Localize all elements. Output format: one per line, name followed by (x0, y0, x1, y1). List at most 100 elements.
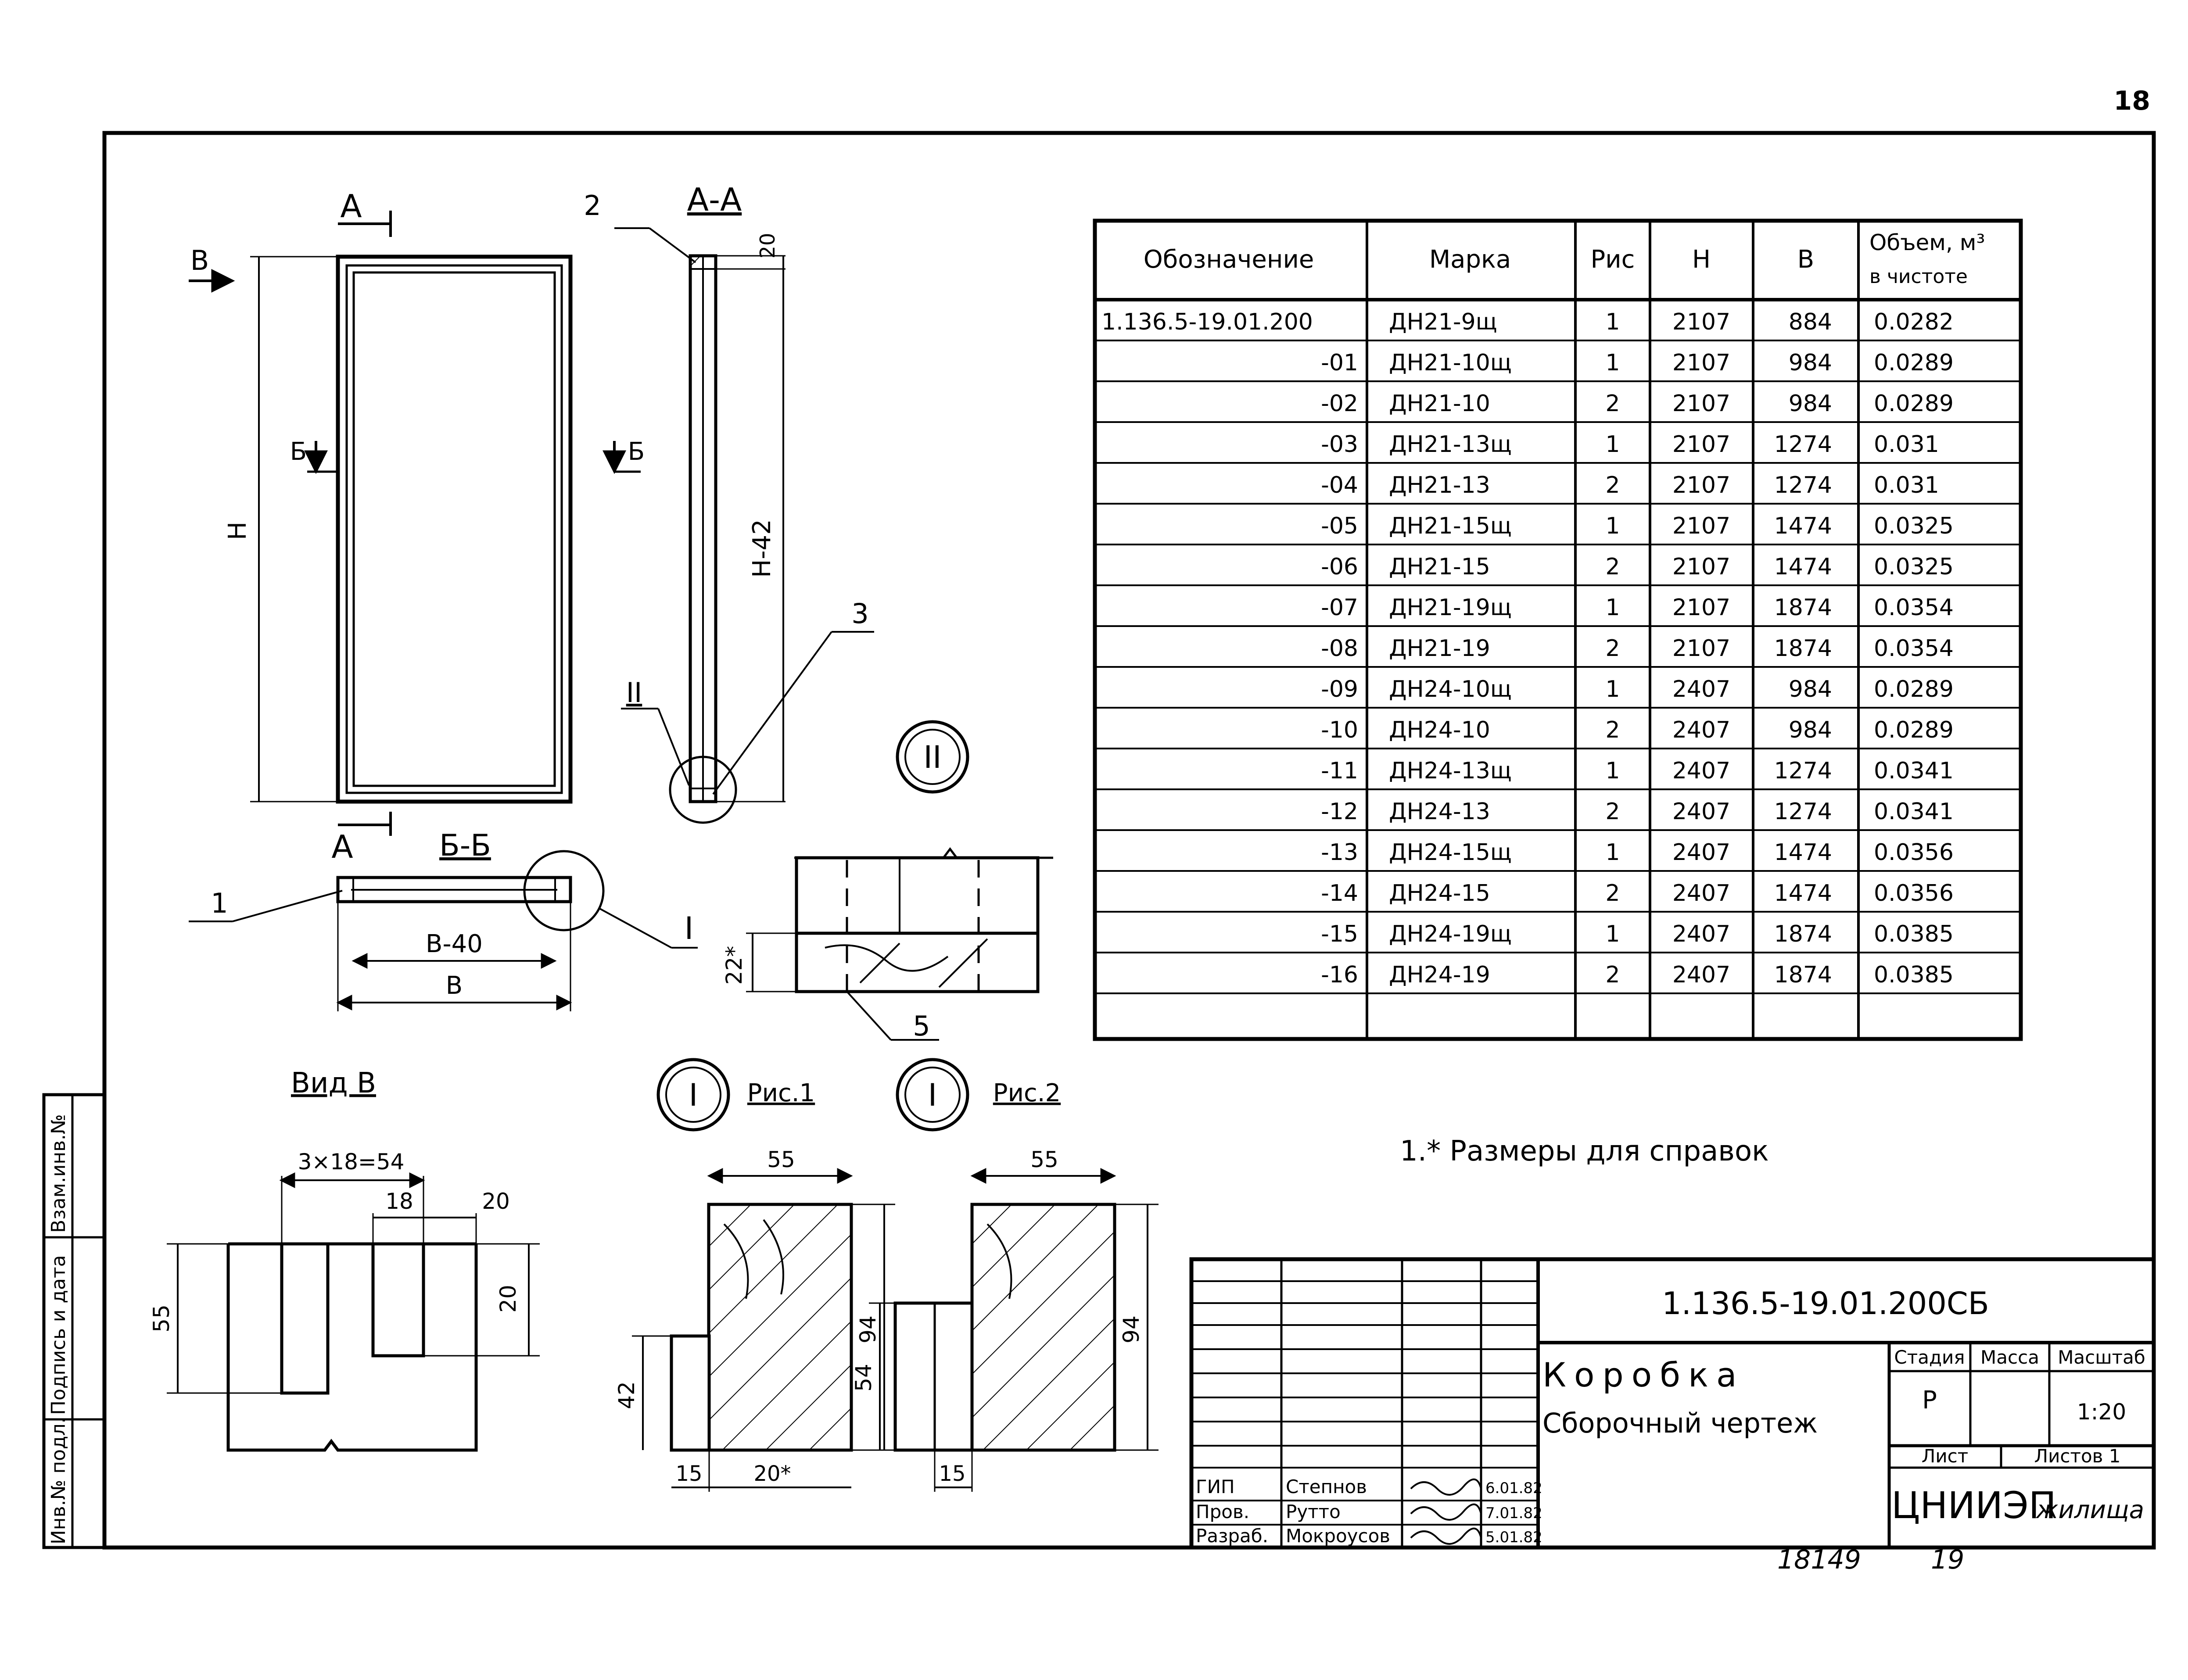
fig1-label: Рис.1 (747, 1079, 815, 1107)
spec-cell: ДН24-19 (1389, 962, 1490, 988)
spec-cell: ДН21-10щ (1389, 350, 1512, 376)
spec-cell: 2407 (1672, 717, 1730, 743)
fig2-label: Рис.2 (993, 1079, 1061, 1107)
spec-cell: 1274 (1774, 758, 1832, 784)
spec-cell: -12 (1321, 799, 1358, 825)
callout-3: 3 (851, 598, 868, 630)
tb-signature-icon (1410, 1503, 1482, 1521)
spec-cell: -16 (1321, 962, 1358, 988)
section-bb-title: Б-Б (439, 828, 491, 863)
spec-cell: 1 (1605, 839, 1620, 866)
roman-2-marker: II (626, 677, 642, 709)
fig1-dim-55: 55 (767, 1147, 795, 1172)
fig1-roman: I (689, 1077, 698, 1113)
title-block: 1.136.5-19.01.200СБ Коробка Сборочный че… (1189, 1257, 2156, 1550)
tb-person: Мокроусов (1286, 1525, 1390, 1547)
spec-cell: 1274 (1774, 472, 1832, 498)
spec-cell: -07 (1321, 595, 1358, 621)
tb-sheets-label: Листов 1 (2034, 1445, 2121, 1467)
spec-cell: 1874 (1774, 635, 1832, 662)
spec-cell: ДН21-9щ (1389, 309, 1497, 335)
hdr-volume-net: в чистоте (1869, 265, 1968, 288)
spec-cell: 1 (1605, 595, 1620, 621)
section-bb: Б-Б 1 I В-40 В (189, 828, 698, 1011)
tb-date: 6.01.82 (1485, 1479, 1542, 1497)
dim-20a: 20 (482, 1189, 510, 1214)
spec-cell: 2107 (1672, 431, 1730, 458)
tb-role: Пров. (1196, 1501, 1249, 1522)
detail-1-fig1: I Рис.1 55 94 42 15 20* (614, 1058, 895, 1492)
spec-cell: 1874 (1774, 962, 1832, 988)
spec-cell: 984 (1789, 350, 1832, 376)
tb-col-stage: Стадия (1894, 1347, 1965, 1368)
roman-1-marker: I (685, 910, 694, 946)
spec-cell: 0.0385 (1874, 962, 1954, 988)
hdr-mark: Марка (1429, 245, 1511, 274)
spec-cell: 984 (1789, 390, 1832, 417)
spec-cell: 2107 (1672, 390, 1730, 417)
spec-cell: ДН24-10щ (1389, 676, 1512, 702)
spec-cell: 0.0385 (1874, 921, 1954, 947)
spec-cell: ДН24-10 (1389, 717, 1490, 743)
stamp-vzam-inv: Взам.инв.№ (47, 1114, 70, 1233)
spec-cell: 2 (1605, 717, 1620, 743)
spec-cell: 0.031 (1874, 472, 1939, 498)
spec-cell: ДН24-15щ (1389, 839, 1512, 866)
spec-cell: 0.0341 (1874, 758, 1954, 784)
spec-cell: -14 (1321, 880, 1358, 906)
tb-scale: 1:20 (2077, 1399, 2126, 1425)
spec-cell: 2 (1605, 962, 1620, 988)
spec-cell: -04 (1321, 472, 1358, 498)
spec-cell: -03 (1321, 431, 1358, 458)
fig1-dim-94: 94 (855, 1315, 881, 1343)
tb-org: ЦНИИЭП (1891, 1484, 2056, 1527)
spec-cell: -15 (1321, 921, 1358, 947)
spec-cell: ДН24-13щ (1389, 758, 1512, 784)
view-v: Вид В 3×18=54 18 20 20 55 (149, 1067, 540, 1452)
spec-cell: ДН21-19 (1389, 635, 1490, 662)
spec-cell: 2407 (1672, 880, 1730, 906)
spec-cell: 2107 (1672, 309, 1730, 335)
tb-designation: 1.136.5-19.01.200СБ (1662, 1286, 1989, 1322)
section-a-top: А (340, 188, 362, 225)
stamp-signature-date: Подпись и дата (47, 1255, 70, 1415)
spec-cell: 0.0354 (1874, 635, 1954, 662)
tb-person: Рутто (1286, 1501, 1341, 1522)
dim-b40: В-40 (426, 930, 483, 958)
spec-cell: 2107 (1672, 472, 1730, 498)
tb-date: 7.01.82 (1485, 1504, 1542, 1522)
dim-20-top: 20 (756, 233, 779, 259)
tb-col-mass: Масса (1980, 1347, 2039, 1368)
fig1-dim-15: 15 (675, 1461, 702, 1486)
tb-col-scale: Масштаб (2058, 1347, 2145, 1368)
spec-cell: 0.0325 (1874, 513, 1954, 539)
spec-cell: 0.0354 (1874, 595, 1954, 621)
spec-cell: 0.0282 (1874, 309, 1954, 335)
callout-2: 2 (584, 190, 601, 222)
view-b-marker: В (190, 244, 209, 276)
spec-cell: 1 (1605, 921, 1620, 947)
spec-cell: 1 (1605, 350, 1620, 376)
fig1-dim-42: 42 (614, 1381, 639, 1409)
spec-cell: 2407 (1672, 921, 1730, 947)
callout-1: 1 (211, 887, 228, 919)
spec-cell: 2 (1605, 472, 1620, 498)
hdr-volume: Объем, м³ (1869, 230, 1985, 255)
spec-cell: -01 (1321, 350, 1358, 376)
spec-cell: 2407 (1672, 962, 1730, 988)
spec-cell: 0.0289 (1874, 717, 1954, 743)
dim-18: 18 (385, 1189, 413, 1214)
footer-sheet-number: 19 (1931, 1544, 1964, 1575)
spec-cell: 984 (1789, 717, 1832, 743)
title-block-grid (1191, 1280, 1538, 1526)
spec-cell: 0.031 (1874, 431, 1939, 458)
tb-stage: Р (1922, 1386, 1937, 1415)
spec-cell: 1 (1605, 758, 1620, 784)
spec-cell: 0.0289 (1874, 350, 1954, 376)
dim-55-view-v: 55 (149, 1304, 174, 1333)
fig1-dim-20: 20* (753, 1461, 791, 1486)
tb-org-suffix: жилища (2035, 1496, 2144, 1524)
spec-cell: 1474 (1774, 554, 1832, 580)
spec-table: Обозначение Марка Рис Н В Объем, м³ в чи… (1093, 219, 2023, 1041)
